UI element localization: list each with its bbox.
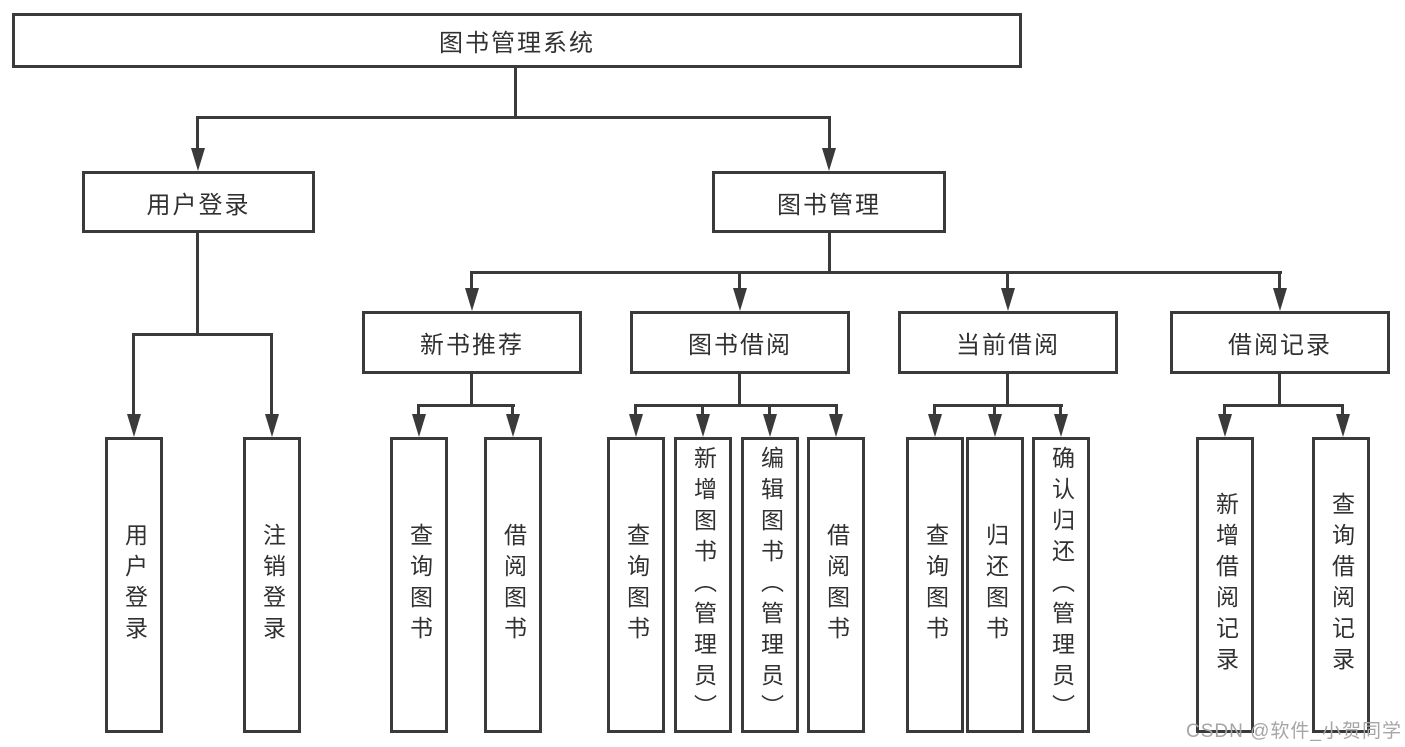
node-label: 查询图书 <box>922 523 949 647</box>
node-user-login: 用户登录 <box>82 171 315 233</box>
connector-line <box>933 404 1063 407</box>
node-label: 图书管理 <box>777 191 881 219</box>
connector-line <box>993 404 996 416</box>
connector-line <box>470 271 473 290</box>
node-label: 借阅记录 <box>1228 332 1332 359</box>
arrow-down-icon <box>822 148 836 171</box>
connector-line <box>933 404 936 416</box>
connector-line <box>828 116 831 150</box>
connector-line <box>470 271 1282 274</box>
node-label: 借阅图书 <box>823 523 850 647</box>
node-label: 归还图书 <box>982 523 1009 647</box>
node-label: 新增借阅记录 <box>1212 492 1239 678</box>
leaf-add-books-admin: 新增图书（管理员） <box>674 437 732 733</box>
connector-line <box>1278 271 1281 290</box>
arrow-down-icon <box>412 414 426 437</box>
leaf-edit-books-admin: 编辑图书（管理员） <box>741 437 799 733</box>
node-label: 新增图书（管理员） <box>690 445 717 725</box>
csdn-watermark: CSDN @软件_小贺同学 <box>1186 721 1402 742</box>
leaf-query-books-current: 查询图书 <box>906 437 964 733</box>
node-current-borrowing: 当前借阅 <box>898 311 1118 374</box>
node-borrowing-records: 借阅记录 <box>1170 311 1390 374</box>
arrow-down-icon <box>1218 414 1232 437</box>
leaf-add-borrow-record: 新增借阅记录 <box>1196 437 1254 733</box>
connector-line <box>738 374 741 407</box>
arrow-down-icon <box>506 414 520 437</box>
node-book-borrowing: 图书借阅 <box>630 311 850 374</box>
connector-line <box>1006 271 1009 290</box>
node-book-management: 图书管理 <box>712 171 946 233</box>
connector-line <box>470 374 473 407</box>
arrow-down-icon <box>928 414 942 437</box>
arrow-down-icon <box>265 414 279 437</box>
arrow-down-icon <box>1273 288 1287 311</box>
arrow-down-icon <box>763 414 777 437</box>
arrow-down-icon <box>1001 288 1015 311</box>
leaf-borrow-books: 借阅图书 <box>807 437 865 733</box>
leaf-query-books-borrowing: 查询图书 <box>607 437 665 733</box>
connector-line <box>701 404 704 416</box>
node-label: 用户登录 <box>146 191 251 219</box>
arrow-down-icon <box>1336 414 1350 437</box>
connector-line <box>270 333 273 414</box>
connector-line <box>634 404 637 416</box>
arrow-down-icon <box>629 414 643 437</box>
node-label: 注销登录 <box>259 523 286 647</box>
arrow-down-icon <box>465 288 479 311</box>
connector-line <box>1223 404 1344 407</box>
connector-line <box>738 271 741 290</box>
connector-line <box>1006 374 1009 407</box>
node-label: 用户登录 <box>121 523 148 647</box>
node-label: 查询图书 <box>406 523 433 647</box>
leaf-confirm-return-admin: 确认归还（管理员） <box>1032 437 1090 733</box>
leaf-query-borrow-record: 查询借阅记录 <box>1312 437 1370 733</box>
node-new-book-recommendation: 新书推荐 <box>362 311 582 374</box>
arrow-down-icon <box>191 148 205 171</box>
node-label: 查询借阅记录 <box>1328 492 1355 678</box>
node-label: 查询图书 <box>623 523 650 647</box>
leaf-borrow-books-recommendation: 借阅图书 <box>484 437 542 733</box>
connector-line <box>1059 404 1062 416</box>
node-label: 确认归还（管理员） <box>1048 445 1075 725</box>
arrow-down-icon <box>696 414 710 437</box>
arrow-down-icon <box>733 288 747 311</box>
connector-line <box>828 233 831 274</box>
connector-line <box>835 404 838 416</box>
connector-line <box>511 404 514 416</box>
connector-line <box>768 404 771 416</box>
connector-line <box>514 68 517 118</box>
connector-line <box>417 404 515 407</box>
arrow-down-icon <box>829 414 843 437</box>
connector-line <box>196 233 199 336</box>
connector-line <box>196 116 831 119</box>
node-label: 图书管理系统 <box>439 30 595 57</box>
connector-line <box>1341 404 1344 416</box>
node-label: 图书借阅 <box>688 332 792 359</box>
node-label: 借阅图书 <box>500 523 527 647</box>
arrow-down-icon <box>988 414 1002 437</box>
leaf-query-books-recommendation: 查询图书 <box>390 437 448 733</box>
node-label: 编辑图书（管理员） <box>757 445 784 725</box>
arrow-down-icon <box>1054 414 1068 437</box>
node-label: 新书推荐 <box>420 332 524 359</box>
connector-line <box>634 404 838 407</box>
connector-line <box>196 116 199 150</box>
connector-line <box>417 404 420 416</box>
node-label: 当前借阅 <box>956 332 1060 359</box>
leaf-return-books: 归还图书 <box>966 437 1024 733</box>
leaf-logout: 注销登录 <box>243 437 301 733</box>
connector-line <box>1278 374 1281 407</box>
connector-line <box>1223 404 1226 416</box>
arrow-down-icon <box>127 414 141 437</box>
node-library-management-system: 图书管理系统 <box>12 13 1022 68</box>
leaf-user-login: 用户登录 <box>105 437 163 733</box>
connector-line <box>132 333 273 336</box>
connector-line <box>132 333 135 414</box>
